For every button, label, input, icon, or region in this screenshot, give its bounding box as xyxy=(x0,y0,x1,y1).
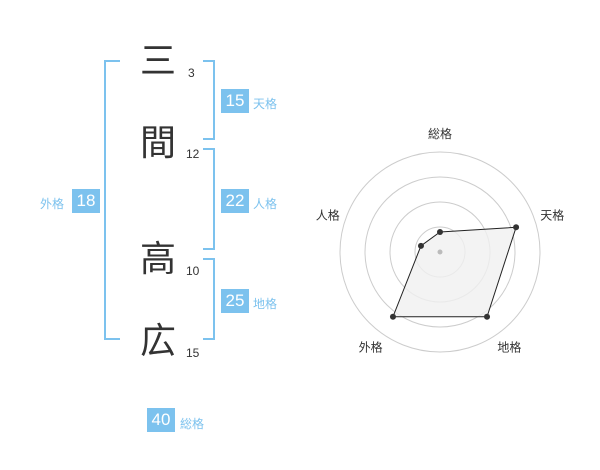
stroke-count-1: 3 xyxy=(188,66,195,80)
radar-axis-label-3: 外格 xyxy=(359,339,383,354)
name-char-2: 間 xyxy=(139,123,176,164)
tenkaku-bracket-top xyxy=(203,60,215,62)
stroke-count-4: 15 xyxy=(186,346,200,360)
stroke-count-2: 12 xyxy=(186,147,200,161)
gaikaku-label: 外格 xyxy=(40,197,65,211)
name-char-3: 高 xyxy=(139,239,176,280)
soukaku-label: 総格 xyxy=(180,417,205,431)
chikaku-bracket-vertical xyxy=(213,258,215,340)
tenkaku-label: 天格 xyxy=(253,97,278,111)
stroke-count-3: 10 xyxy=(186,264,200,278)
radar-point-0 xyxy=(437,229,443,235)
chikaku-label: 地格 xyxy=(253,297,278,311)
outer-bracket-vertical xyxy=(104,60,106,340)
radar-series-area xyxy=(392,226,517,318)
radar-point-4 xyxy=(417,242,424,249)
outer-bracket-top xyxy=(104,60,120,62)
chikaku-bracket-bottom xyxy=(203,338,215,340)
outer-bracket-bottom xyxy=(104,338,120,340)
jinkaku-bracket-vertical xyxy=(213,148,215,250)
radar-ring-4 xyxy=(339,151,541,353)
radar-point-1 xyxy=(513,224,520,231)
radar-point-3 xyxy=(389,313,396,320)
chikaku-value: 25 xyxy=(221,289,249,313)
radar-axis-label-2: 地格 xyxy=(497,339,521,354)
radar-axis-label-1: 天格 xyxy=(540,208,564,223)
name-char-1: 三 xyxy=(139,41,176,82)
soukaku-value: 40 xyxy=(147,408,175,432)
jinkaku-label: 人格 xyxy=(253,197,278,211)
radar-ring-3 xyxy=(364,176,516,328)
tenkaku-bracket-vertical xyxy=(213,60,215,140)
tenkaku-value: 15 xyxy=(221,89,249,113)
jinkaku-bracket-top xyxy=(203,148,215,150)
radar-axis-label-4: 人格 xyxy=(316,208,340,223)
jinkaku-bracket-bottom xyxy=(203,248,215,250)
gaikaku-value: 18 xyxy=(72,189,100,213)
jinkaku-value: 22 xyxy=(221,189,249,213)
radar-center-dot xyxy=(437,249,443,255)
radar-axis-label-0: 総格 xyxy=(428,126,452,141)
chikaku-bracket-top xyxy=(203,258,215,260)
name-char-4: 広 xyxy=(139,321,176,362)
radar-point-2 xyxy=(484,313,491,320)
tenkaku-bracket-bottom xyxy=(203,138,215,140)
